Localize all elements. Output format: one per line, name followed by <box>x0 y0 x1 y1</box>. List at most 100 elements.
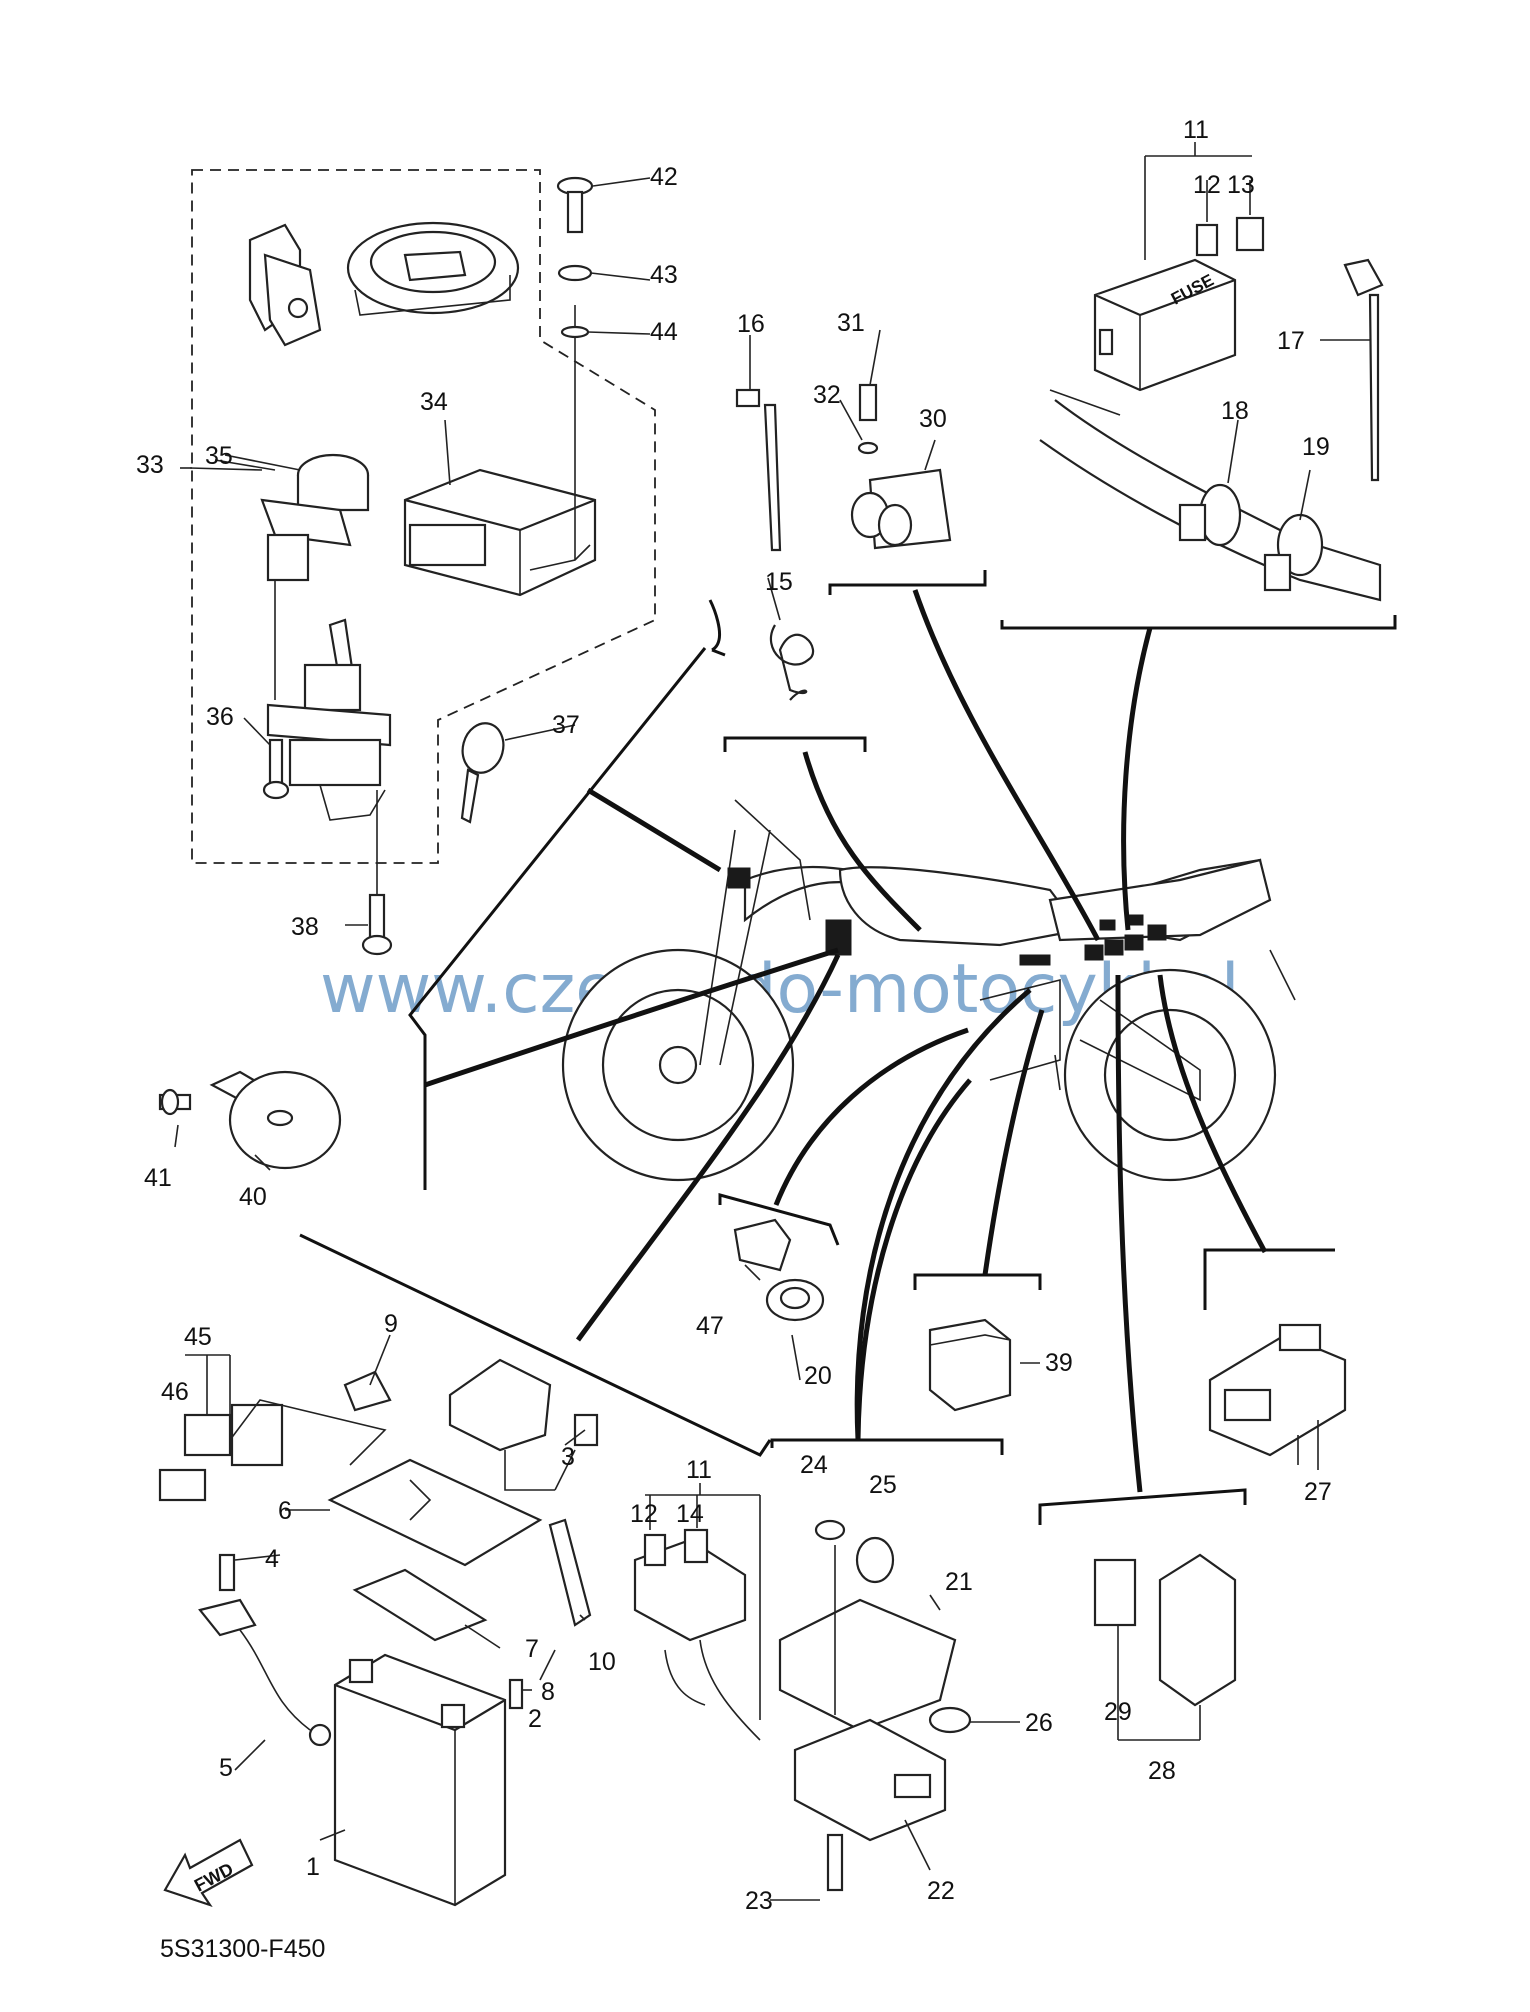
callout-46: 46 <box>161 1378 189 1406</box>
plate-6 <box>327 1458 543 1567</box>
callout-16: 16 <box>737 310 765 338</box>
callout-31: 31 <box>837 309 865 337</box>
bolt-41 <box>158 1088 192 1116</box>
callout-42: 42 <box>650 163 678 191</box>
callout-4: 4 <box>265 1545 279 1573</box>
fuse-box-11: FUSE <box>1093 258 1237 392</box>
washer-43 <box>557 264 593 282</box>
relay-28 <box>1158 1553 1237 1707</box>
fuse-13-top <box>1235 216 1265 252</box>
callout-12-top: 12 <box>1193 171 1221 199</box>
washer-44 <box>560 325 590 339</box>
regulator-3 <box>448 1358 599 1452</box>
fuse-box-11-lower <box>633 1528 761 1741</box>
callout-8: 8 <box>541 1678 555 1706</box>
plate-7 <box>352 1568 488 1642</box>
bolt-23 <box>826 1833 844 1892</box>
callout-47: 47 <box>696 1312 724 1340</box>
bracket-10 <box>548 1518 592 1627</box>
callout-11-top: 11 <box>1183 116 1209 144</box>
clip-47 <box>733 1218 792 1272</box>
relay-30 <box>850 468 952 550</box>
callout-15: 15 <box>765 568 793 596</box>
moto-mark-fuse-2 <box>1104 939 1124 956</box>
nut-24 <box>814 1519 846 1541</box>
callout-38: 38 <box>291 913 319 941</box>
group-33-dashed-outline <box>191 169 656 864</box>
callout-18: 18 <box>1221 397 1249 425</box>
callout-21: 21 <box>945 1568 973 1596</box>
ignition-switch-lower <box>266 618 392 821</box>
callout-7: 7 <box>525 1635 539 1663</box>
moto-mark-fuse-1 <box>1084 944 1104 961</box>
relay-27 <box>1208 1323 1347 1457</box>
cable-5 <box>198 1598 332 1747</box>
bolt-4 <box>218 1553 236 1592</box>
damper-25 <box>855 1536 895 1584</box>
callout-22: 22 <box>927 1877 955 1905</box>
callout-12-lower: 12 <box>630 1500 658 1528</box>
callout-28: 28 <box>1148 1757 1176 1785</box>
callout-34: 34 <box>420 388 448 416</box>
washer-32 <box>857 441 879 455</box>
relay-39 <box>928 1318 1012 1412</box>
horn-40 <box>209 1070 342 1170</box>
cable-tie-16 <box>735 388 782 552</box>
callout-40: 40 <box>239 1183 267 1211</box>
connector-46 <box>158 1468 207 1502</box>
callout-29: 29 <box>1104 1698 1132 1726</box>
callout-33: 33 <box>136 451 164 479</box>
callout-41: 41 <box>144 1164 172 1192</box>
callout-19: 19 <box>1302 433 1330 461</box>
callout-32: 32 <box>813 381 841 409</box>
callout-30: 30 <box>919 405 947 433</box>
holder-15 <box>769 624 815 701</box>
callout-6: 6 <box>278 1497 292 1525</box>
callout-17: 17 <box>1277 327 1305 355</box>
callout-43: 43 <box>650 261 678 289</box>
callout-35: 35 <box>205 442 233 470</box>
callout-20: 20 <box>804 1362 832 1390</box>
callout-leaders <box>174 419 1319 1901</box>
seat-lock-part <box>248 223 322 347</box>
callout-1: 1 <box>306 1853 320 1881</box>
callout-5: 5 <box>219 1754 233 1782</box>
callout-39: 39 <box>1045 1349 1073 1377</box>
moto-mark-fuse-3 <box>1124 934 1144 951</box>
bolt-8 <box>508 1678 524 1710</box>
bracket-21 <box>778 1598 957 1732</box>
bolt-42 <box>556 176 594 234</box>
screw-31 <box>858 383 878 422</box>
callout-3: 3 <box>561 1443 575 1471</box>
callout-36: 36 <box>206 703 234 731</box>
callout-27: 27 <box>1304 1478 1332 1506</box>
cover-9 <box>343 1370 392 1412</box>
callout-14: 14 <box>676 1500 704 1528</box>
clip-20 <box>765 1278 825 1322</box>
fuel-cap-ring-part <box>346 221 520 316</box>
moto-mark-top-2 <box>1127 914 1144 926</box>
battery-1 <box>333 1653 507 1907</box>
callout-44: 44 <box>650 318 678 346</box>
callout-10: 10 <box>588 1648 616 1676</box>
clamp-19 <box>1263 513 1324 592</box>
callout-13: 13 <box>1227 171 1255 199</box>
ecu-unit-34 <box>403 468 597 597</box>
moto-mark-relay <box>1019 954 1051 966</box>
moto-mark-ecu <box>825 919 852 956</box>
moto-mark-top-1 <box>1099 919 1116 931</box>
clamp-18 <box>1178 483 1242 547</box>
fuse-12-top <box>1195 223 1219 257</box>
moto-mark-fuse-4 <box>1147 924 1167 941</box>
callout-37: 37 <box>552 711 580 739</box>
ecu-22 <box>793 1718 947 1842</box>
cable-tie-17 <box>1343 258 1384 482</box>
fwd-arrow-icon: FWD <box>163 1838 254 1908</box>
callout-23: 23 <box>745 1887 773 1915</box>
moto-mark-switch <box>727 867 751 889</box>
callout-45: 45 <box>184 1323 212 1351</box>
callout-26: 26 <box>1025 1709 1053 1737</box>
main-switch-35 <box>260 453 370 582</box>
relay-29 <box>1093 1558 1137 1627</box>
